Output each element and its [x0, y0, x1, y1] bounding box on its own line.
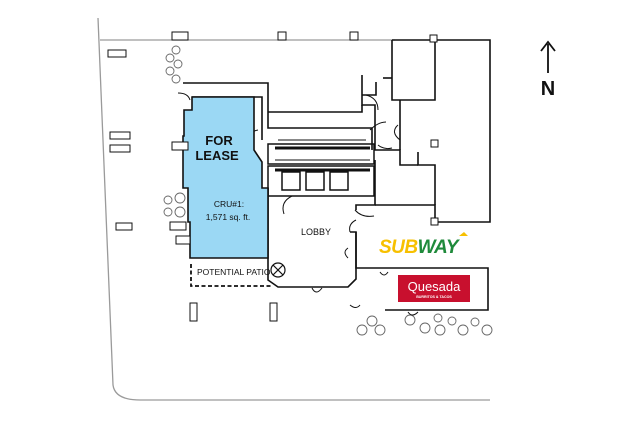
landscape-shrubs: [163, 45, 493, 336]
quesada-name: Quesada: [408, 279, 462, 294]
subway-name-part1: SUB: [379, 237, 418, 258]
patio-label: POTENTIAL PATIO: [197, 267, 271, 277]
north-label: N: [541, 78, 555, 100]
lease-title-line1: FOR: [205, 133, 233, 148]
subway-arrow-icon: [459, 232, 468, 236]
lease-unit-area-label: 1,571 sq. ft.: [206, 212, 250, 222]
lease-unit-cru1[interactable]: FOR LEASE CRU#1: 1,571 sq. ft.: [182, 96, 269, 259]
parking-markers: [107, 31, 359, 322]
entrance-marker-icon: [270, 262, 286, 278]
quesada-logo: Quesada BURRITOS & TACOS: [398, 275, 470, 302]
lease-unit-area[interactable]: [182, 96, 269, 259]
site-boundary: [97, 17, 490, 401]
unit-side-markers: [169, 141, 191, 245]
svg-text:SUBWAY: SUBWAY: [379, 237, 461, 258]
subway-logo: SUBWAY: [379, 232, 468, 258]
north-arrow-icon: N: [540, 40, 556, 100]
quesada-tagline: BURRITOS & TACOS: [416, 295, 452, 299]
potential-patio: POTENTIAL PATIO: [190, 264, 272, 287]
quesada-logo-box: [398, 275, 470, 302]
lease-title-line2: LEASE: [195, 148, 239, 163]
door-swings: [177, 92, 419, 316]
building-walls: [183, 39, 491, 311]
lease-unit-name: CRU#1:: [214, 199, 244, 209]
subway-name-part2: WAY: [418, 237, 461, 258]
service-core: [267, 139, 375, 197]
lobby-label: LOBBY: [301, 227, 331, 237]
